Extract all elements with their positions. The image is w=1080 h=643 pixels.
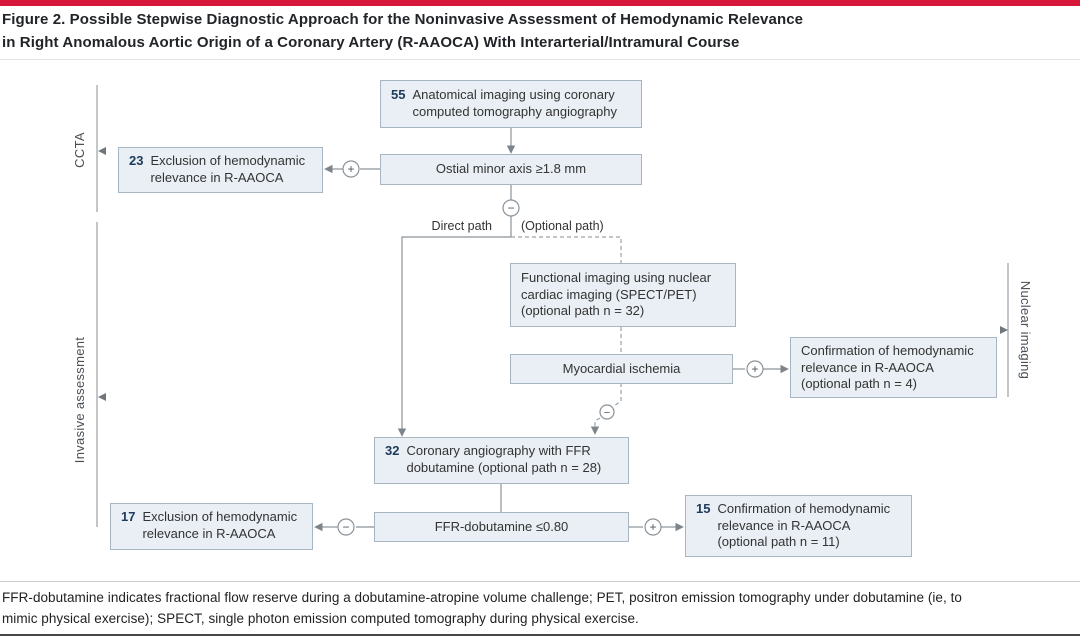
connector-direct-path xyxy=(397,236,511,437)
box-angiography-text: Coronary angiography with FFR dobutamine… xyxy=(406,443,602,475)
direct-path-label: Direct path xyxy=(432,219,492,233)
svg-text:−: − xyxy=(604,407,610,419)
svg-text:−: − xyxy=(342,520,349,534)
box-anatomical-text: Anatomical imaging using coronary comput… xyxy=(412,87,617,119)
box-ischemia-text: Myocardial ischemia xyxy=(562,360,681,376)
svg-text:+: + xyxy=(649,520,656,534)
box-myocardial-ischemia: Myocardial ischemia xyxy=(510,354,733,384)
footnote-line-2: mimic physical exercise); SPECT, single … xyxy=(2,611,639,626)
box-confirmation-invasive: 15 Confirmation of hemodynamic relevance… xyxy=(685,495,912,557)
bottom-rule xyxy=(0,634,1080,636)
box-anatomical-imaging: 55 Anatomical imaging using coronary com… xyxy=(380,80,642,128)
box-confirmation-invasive-count: 15 xyxy=(696,501,711,516)
nuclear-bracket-arrow-icon xyxy=(1000,326,1008,334)
invasive-side-label: Invasive assessment xyxy=(72,337,87,463)
nuclear-side-label: Nuclear imaging xyxy=(1018,281,1033,379)
plus-circle-ischemia: + xyxy=(746,360,764,378)
connector-optional-path xyxy=(511,236,622,435)
box-ostial-text: Ostial minor axis ≥1.8 mm xyxy=(435,161,587,177)
header-divider xyxy=(0,59,1080,60)
ccta-side-label: CCTA xyxy=(72,132,87,168)
minus-circle-ffr: − xyxy=(337,518,355,536)
svg-text:+: + xyxy=(347,162,354,176)
ccta-bracket: CCTA xyxy=(72,85,106,212)
footnote-line-1: FFR-dobutamine indicates fractional flow… xyxy=(2,590,962,605)
box-exclusion-ccta-count: 23 xyxy=(129,153,144,168)
box-anatomical-count: 55 xyxy=(391,87,406,102)
nuclear-imaging-bracket: Nuclear imaging xyxy=(1000,263,1033,397)
box-ffr-text: FFR-dobutamine ≤0.80 xyxy=(434,518,569,534)
invasive-assessment-bracket: Invasive assessment xyxy=(72,222,106,527)
box-functional-imaging: Functional imaging using nuclear cardiac… xyxy=(510,263,736,327)
box-coronary-angiography: 32 Coronary angiography with FFR dobutam… xyxy=(374,437,629,484)
box-exclusion-ccta: 23 Exclusion of hemodynamic relevance in… xyxy=(118,147,323,193)
box-ffr-dobutamine: FFR-dobutamine ≤0.80 xyxy=(374,512,629,542)
plus-circle-ffr: + xyxy=(644,518,662,536)
box-exclusion-invasive: 17 Exclusion of hemodynamic relevance in… xyxy=(110,503,313,550)
invasive-bracket-arrow-icon xyxy=(98,393,106,401)
optional-path-label: (Optional path) xyxy=(521,219,604,233)
figure-title-line-2: in Right Anomalous Aortic Origin of a Co… xyxy=(2,34,740,51)
box-exclusion-invasive-text: Exclusion of hemodynamic relevance in R-… xyxy=(142,509,298,541)
minus-circle-ischemia: − xyxy=(599,404,615,420)
footnote-divider xyxy=(0,581,1080,582)
box-exclusion-ccta-text: Exclusion of hemodynamic relevance in R-… xyxy=(150,153,306,185)
box-confirmation-invasive-text: Confirmation of hemodynamic relevance in… xyxy=(717,501,891,549)
figure-title-line-1: Figure 2. Possible Stepwise Diagnostic A… xyxy=(2,11,804,28)
box-ostial-minor-axis: Ostial minor axis ≥1.8 mm xyxy=(380,154,642,185)
ccta-bracket-arrow-icon xyxy=(98,147,106,155)
journal-accent-bar xyxy=(0,0,1080,6)
minus-circle-ostial: − xyxy=(502,199,520,217)
box-exclusion-invasive-count: 17 xyxy=(121,509,136,524)
svg-text:−: − xyxy=(507,201,514,215)
box-confirmation-nuclear: Confirmation of hemodynamic relevance in… xyxy=(790,337,997,398)
plus-circle-ccta: + xyxy=(342,160,360,178)
svg-text:+: + xyxy=(751,362,758,376)
box-angiography-count: 32 xyxy=(385,443,400,458)
